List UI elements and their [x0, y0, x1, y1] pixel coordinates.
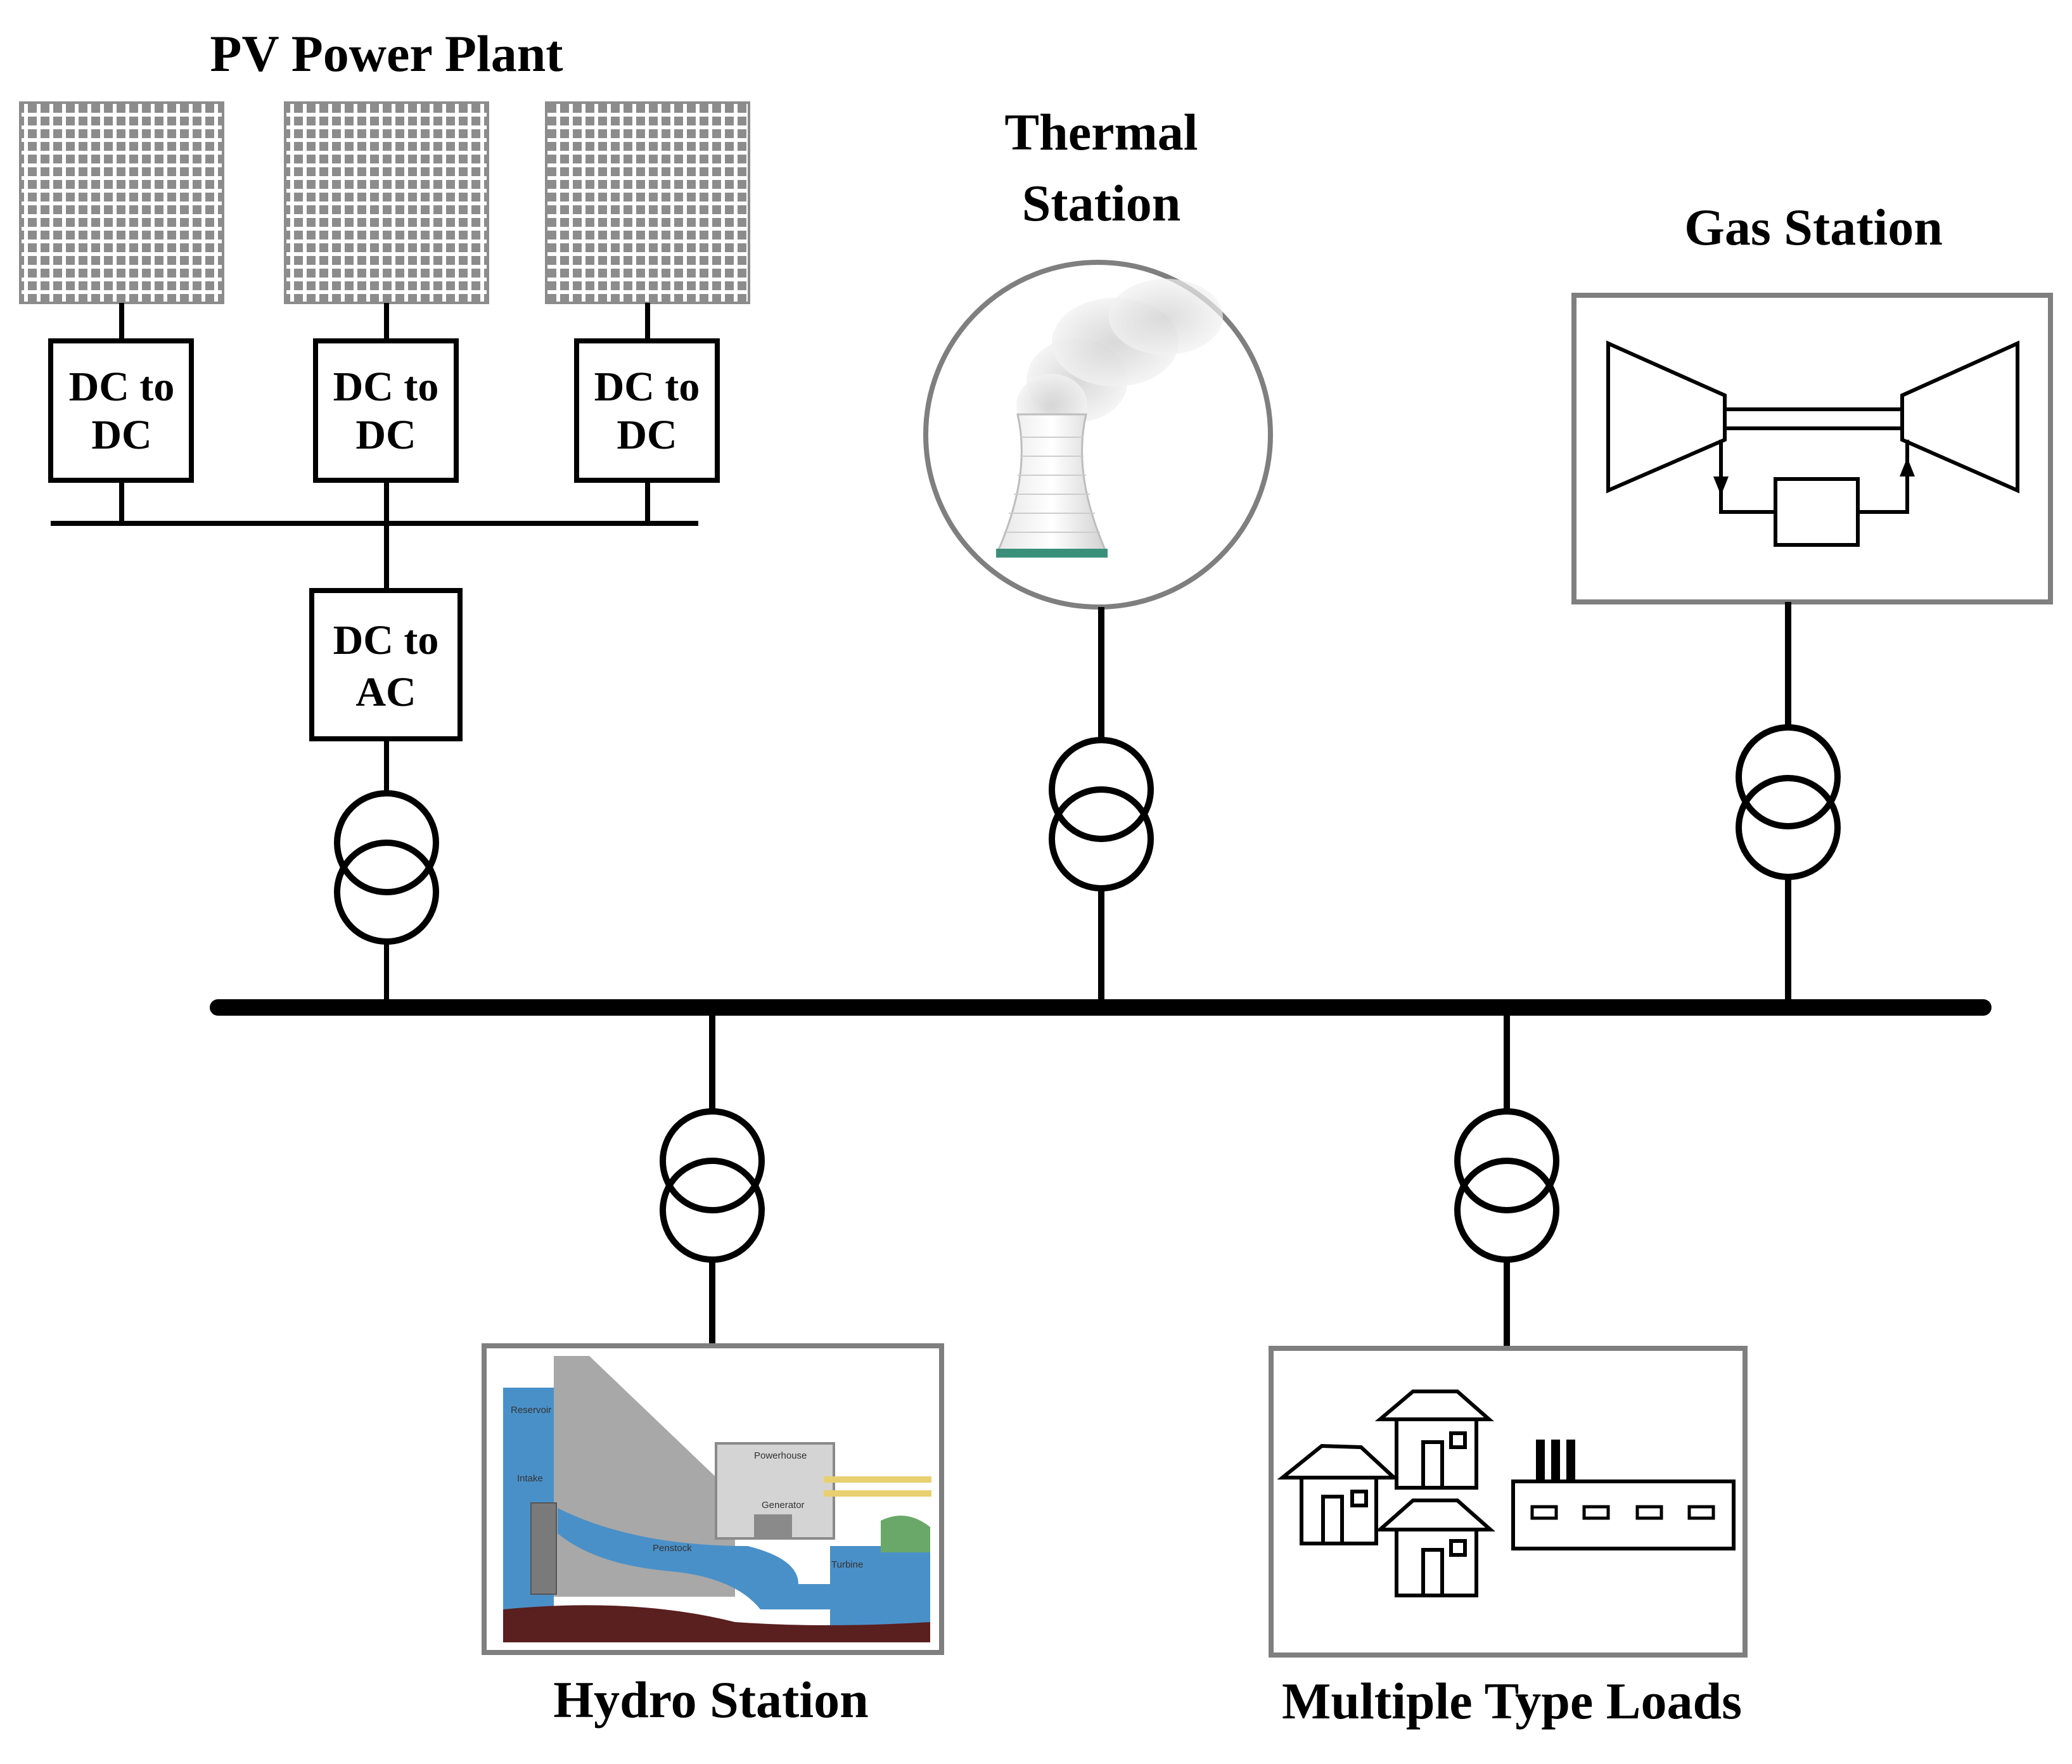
- dc-ac-label-top: DC to: [333, 617, 439, 663]
- cooling-tower-base: [996, 549, 1108, 558]
- dc-ac-inverter: [309, 588, 463, 741]
- hydro-penstock-label: Penstock: [653, 1543, 692, 1554]
- dc-dc-3-label-bottom: DC: [617, 412, 677, 458]
- thermal-title-line2: Station: [1022, 174, 1181, 232]
- dc-dc-converter-1: [48, 338, 194, 483]
- hydro-generator-label: Generator: [762, 1500, 805, 1511]
- loads-title: Multiple Type Loads: [1282, 1672, 1742, 1730]
- dc-ac-label-bottom: AC: [355, 669, 416, 715]
- pv-panel-3: [545, 101, 750, 304]
- dc-dc-2-label-top: DC to: [333, 364, 439, 410]
- gas-transformer: [1736, 724, 1841, 880]
- thermal-transformer: [1049, 737, 1154, 892]
- hydro-plant-illustration: Reservoir Intake Powerhouse Generator Pe…: [503, 1356, 931, 1642]
- hydro-intake-label: Intake: [517, 1473, 543, 1484]
- cooling-tower-ridges: [1004, 437, 1100, 533]
- pv-panel-2: [284, 101, 489, 304]
- pv-plant-title: PV Power Plant: [210, 25, 563, 82]
- dc-dc-1-label-bottom: DC: [91, 412, 151, 458]
- loads-transformer: [1454, 1108, 1559, 1263]
- thermal-title-line1: Thermal: [1004, 103, 1198, 161]
- pv-panel-1: [19, 101, 224, 304]
- dc-dc-converter-3: [574, 338, 720, 483]
- factory-icon: [1511, 1440, 1736, 1550]
- pv-transformer: [334, 790, 439, 945]
- dc-dc-2-label-bottom: DC: [355, 412, 416, 458]
- hydro-reservoir-label: Reservoir: [511, 1405, 551, 1416]
- hydro-transformer: [660, 1108, 765, 1263]
- gas-turbine-icon: [1606, 340, 2019, 547]
- gas-flow-arrows: [1713, 457, 1915, 495]
- houses-icon: [1277, 1390, 1495, 1597]
- pv-wiring: [51, 303, 698, 1004]
- hydro-turbine-label: Turbine: [831, 1559, 863, 1570]
- hydro-powerhouse-label: Powerhouse: [754, 1450, 807, 1461]
- dc-dc-converter-2: [313, 338, 459, 483]
- gas-title: Gas Station: [1684, 198, 1943, 256]
- hydro-title: Hydro Station: [553, 1671, 868, 1729]
- dc-dc-3-label-top: DC to: [594, 364, 700, 410]
- dc-dc-1-label-top: DC to: [69, 364, 175, 410]
- gas-station-frame: [1571, 293, 2053, 604]
